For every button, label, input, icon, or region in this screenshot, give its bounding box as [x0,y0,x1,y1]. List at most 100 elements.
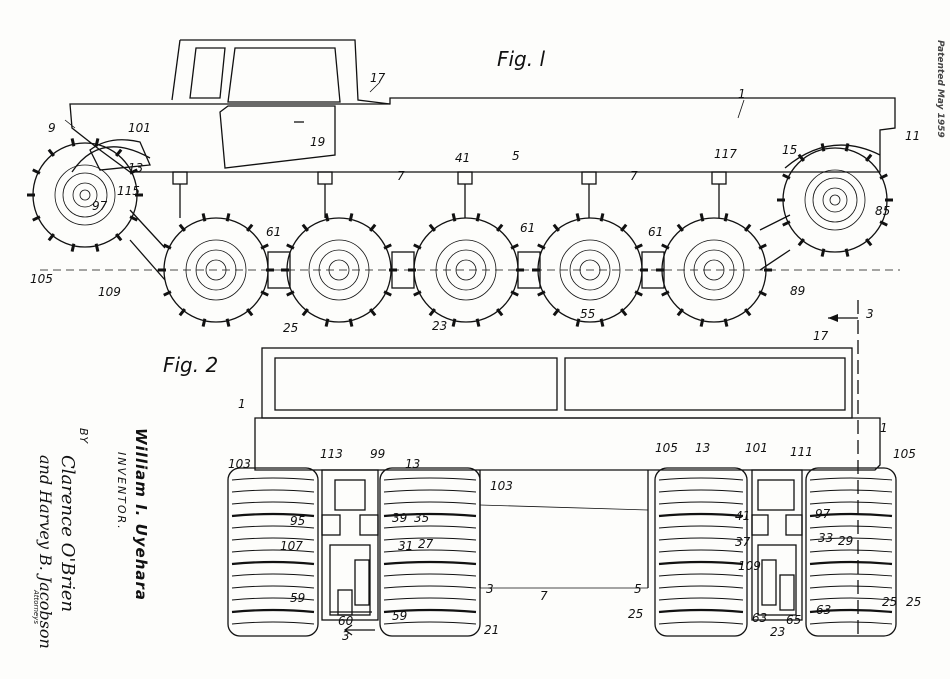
tire-tread-line [231,501,315,505]
tire-tread-line [231,608,315,614]
wheel-lug [246,308,254,317]
fig2-numeral: 17 [813,329,829,343]
fig2-numeral: 3 [486,582,494,596]
tire-tread-line [231,489,315,493]
fig2-numeral: 21 [484,623,499,637]
tire-tread-line [809,621,893,625]
fig2-tire [805,467,897,637]
tire-tread-line [809,477,893,481]
fig1-cab-window-2 [227,47,341,103]
fig1-wheel-lugs [27,138,893,327]
tire-tread-line [383,597,477,601]
fig2-title: Fig. 2 [163,353,218,377]
tire-tread-line [658,501,744,505]
fig2-numeral: 13 [405,457,420,471]
fig2-numeral: 3 [342,629,350,643]
tire-tread-line [383,621,477,625]
wheel-lug [413,290,422,297]
fig1-side-view: Fig. l [27,39,920,335]
fig1-numeral: 9 [48,121,56,135]
fig1-numeral: 7 [630,169,638,183]
tire-tread-line [658,525,744,529]
fig1-front-tool [89,139,151,171]
tire-tread-line [383,537,477,541]
wheel-lug [178,308,186,317]
wheel-lug [797,238,805,247]
fig2-numeral: 23 [770,625,785,639]
fig2-numeral: 1 [880,421,888,435]
wheel-lug [428,308,436,317]
wheel-lug [348,213,354,222]
edge-text: Patented May 1959 [935,40,945,138]
wheel-lug [163,290,172,297]
tire-tread-line [383,489,477,493]
fig2-plan-view: Fig. 2 3 [163,300,921,643]
tire-tread-line [231,597,315,601]
tire-tread-line [383,512,477,518]
tire-tread-line [809,573,893,577]
fig2-numeral: 33 [818,531,833,545]
fig1-numeral: 85 [875,204,890,218]
wheel-lug [301,223,309,232]
tire-tread-line [231,525,315,529]
fig2-numeral: 103 [228,457,251,471]
inventor-name: William I. Uyehara [132,428,150,602]
wheel-lug [865,238,873,247]
fig2-numeral: 13 [695,441,710,455]
fig2-numeral: 103 [490,479,513,493]
wheel-lug [676,223,684,232]
wheel-lug [879,173,888,180]
wheel-lug [286,243,295,250]
wheel-lug [475,213,481,222]
fig2-numeral: 25 [906,595,921,609]
wheel-lug [115,233,123,242]
tire-tread-line [809,560,893,566]
fig1-numeral: 89 [790,284,805,298]
fig1-numeral: 19 [310,135,325,149]
wheel-lug [510,243,519,250]
tire-tread-line [231,477,315,481]
wheel-lug [94,138,100,147]
fig2-numeral: 65 [786,613,801,627]
fig1-numeral: 23 [432,319,447,333]
wheel-lug [324,213,330,222]
fig2-numeral: 99 [370,447,385,461]
wheel-lug [225,213,231,222]
tire-tread-line [658,597,744,601]
fig2-numeral: 41 [735,509,750,523]
fig2-numeral: 63 [816,603,831,617]
inventor-role: INVENTOR. [115,452,128,531]
tire-tread-line [231,560,315,566]
wheel-lug [451,213,457,222]
wheel-lug [286,290,295,297]
wheel-lug [599,213,605,222]
attorney-label: Attorneys [32,590,40,624]
wheel-lug [676,308,684,317]
fig1-rear-fender [784,144,881,169]
fig2-right-drive-assembly [751,469,803,621]
tire-tread-line [383,560,477,566]
fig2-numeral: 37 [735,535,751,549]
wheel-lug [575,318,581,327]
wheel-lug [865,153,873,162]
attorney-signature-1: Clarence O'Brien [57,455,78,613]
wheel-lug [552,308,560,317]
wheel-lug [552,223,560,232]
fig1-suspension-struts [172,171,727,218]
wheel-lug [94,243,100,252]
section-mark-top: 3 [866,307,874,321]
wheel-lug [744,308,752,317]
tire-tread-line [231,573,315,577]
tire-tread-line [809,597,893,601]
tire-tread-line [231,512,315,518]
tire-tread-line [231,537,315,541]
fig1-numeral: 17 [370,71,386,85]
wheel-lug [428,223,436,232]
wheel-lug [260,290,269,297]
tire-tread-line [383,501,477,505]
wheel-lug [820,248,826,257]
wheel-lug [844,143,850,152]
tire-tread-line [658,549,744,553]
wheel-lug [369,308,377,317]
